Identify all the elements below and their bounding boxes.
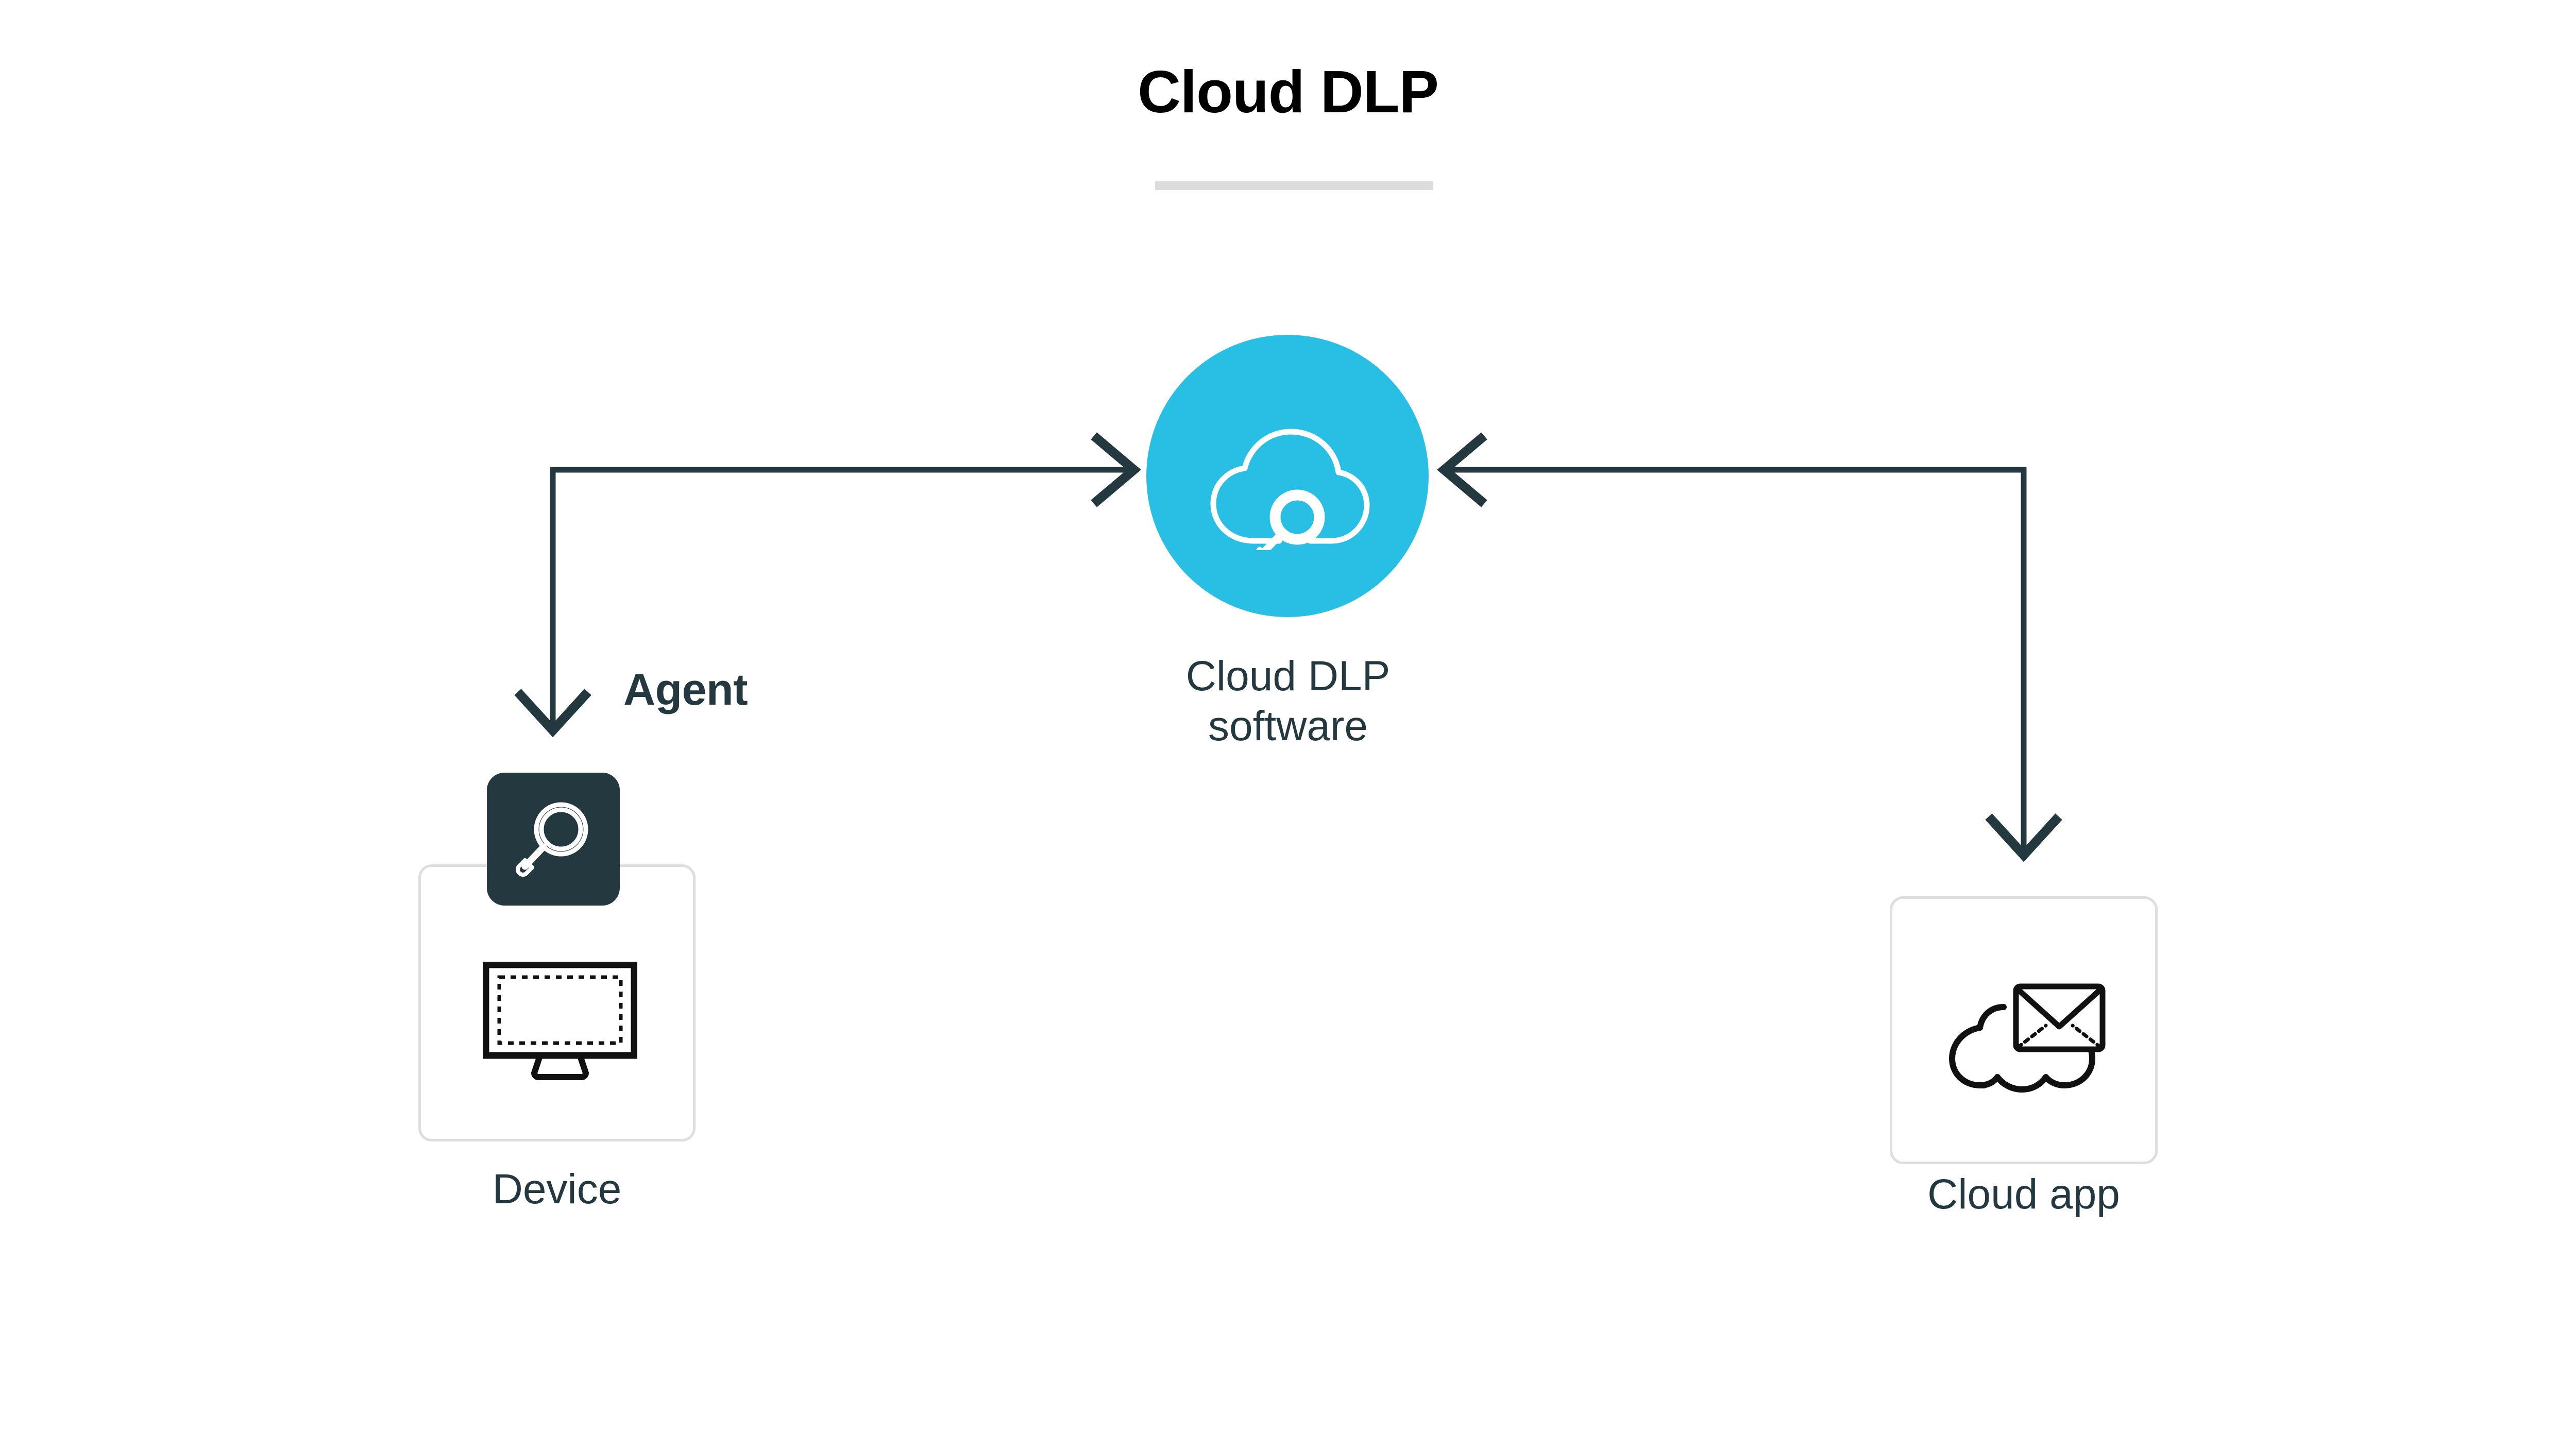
node-device-card[interactable] bbox=[418, 864, 696, 1141]
cloud-envelope-icon bbox=[1949, 983, 2106, 1093]
title-underline-bar bbox=[1155, 181, 1433, 190]
node-device-label: Device bbox=[492, 1166, 622, 1213]
magnifier-icon bbox=[516, 802, 588, 877]
page-title: Cloud DLP bbox=[1138, 58, 1439, 125]
monitor-icon bbox=[483, 962, 637, 1080]
node-cloud-dlp-label: Cloud DLP software bbox=[1185, 653, 1391, 749]
cloud-dlp-circle bbox=[1146, 335, 1429, 617]
cloud-search-icon bbox=[1210, 429, 1370, 550]
node-cloud-app-label: Cloud app bbox=[1927, 1171, 2120, 1218]
node-cloud-app-card[interactable] bbox=[1890, 896, 2158, 1164]
agent-label: Agent bbox=[623, 665, 748, 714]
title-block: Cloud DLP bbox=[0, 62, 2576, 122]
connector-cloud-app-to-cloud-dlp bbox=[1437, 432, 2062, 862]
agent-badge[interactable] bbox=[487, 773, 620, 906]
node-cloud-dlp[interactable] bbox=[1146, 335, 1429, 617]
